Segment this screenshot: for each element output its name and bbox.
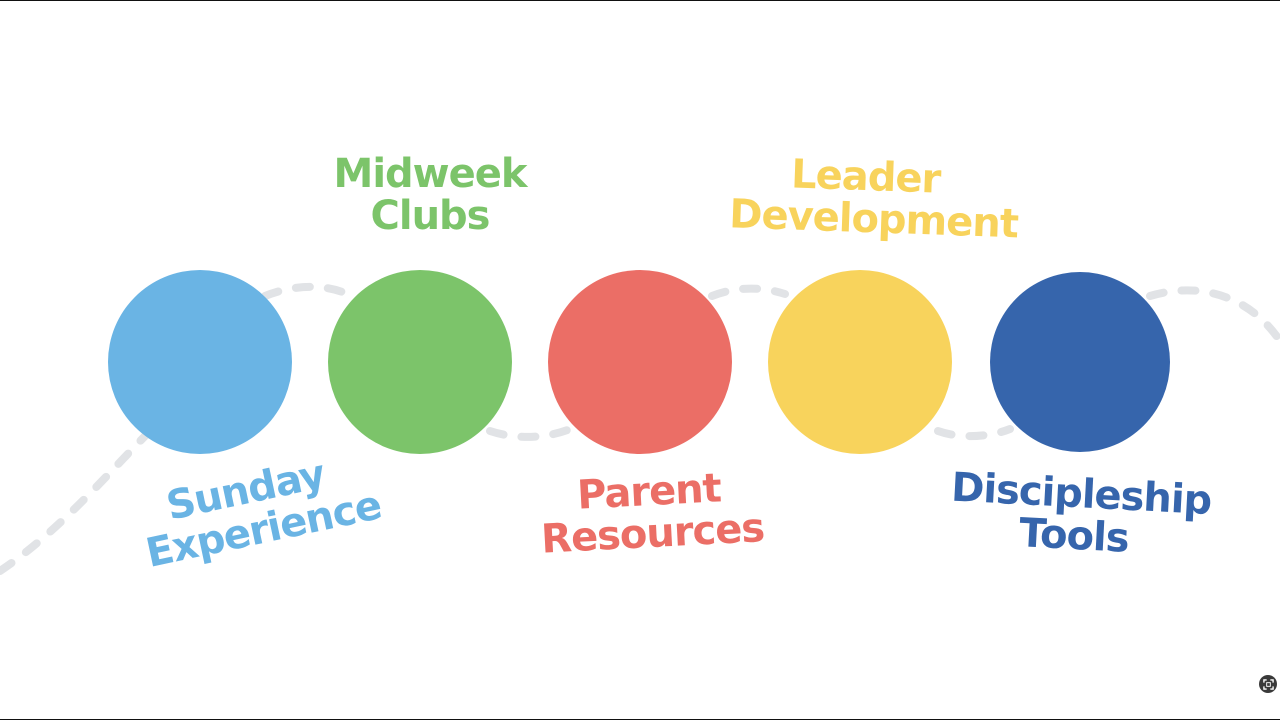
label-discipleship-tools: Discipleship Tools [948,465,1212,564]
label-line: Midweek [333,151,528,197]
circle-discipleship-tools [990,272,1170,452]
label-line: Clubs [370,193,491,239]
label-line: Resources [540,505,766,563]
dashed-connector [0,282,1280,575]
circle-sunday-experience [108,270,292,454]
fullscreen-button[interactable] [1259,675,1277,693]
label-parent-resources: Parent Resources [538,465,766,563]
label-line: Development [728,191,1019,248]
label-midweek-clubs: Midweek Clubs [320,153,540,237]
circle-midweek-clubs [328,270,512,454]
circle-parent-resources [548,270,732,454]
label-leader-development: Leader Development [728,151,1019,248]
circle-leader-development [768,270,952,454]
fullscreen-icon [1262,678,1274,690]
